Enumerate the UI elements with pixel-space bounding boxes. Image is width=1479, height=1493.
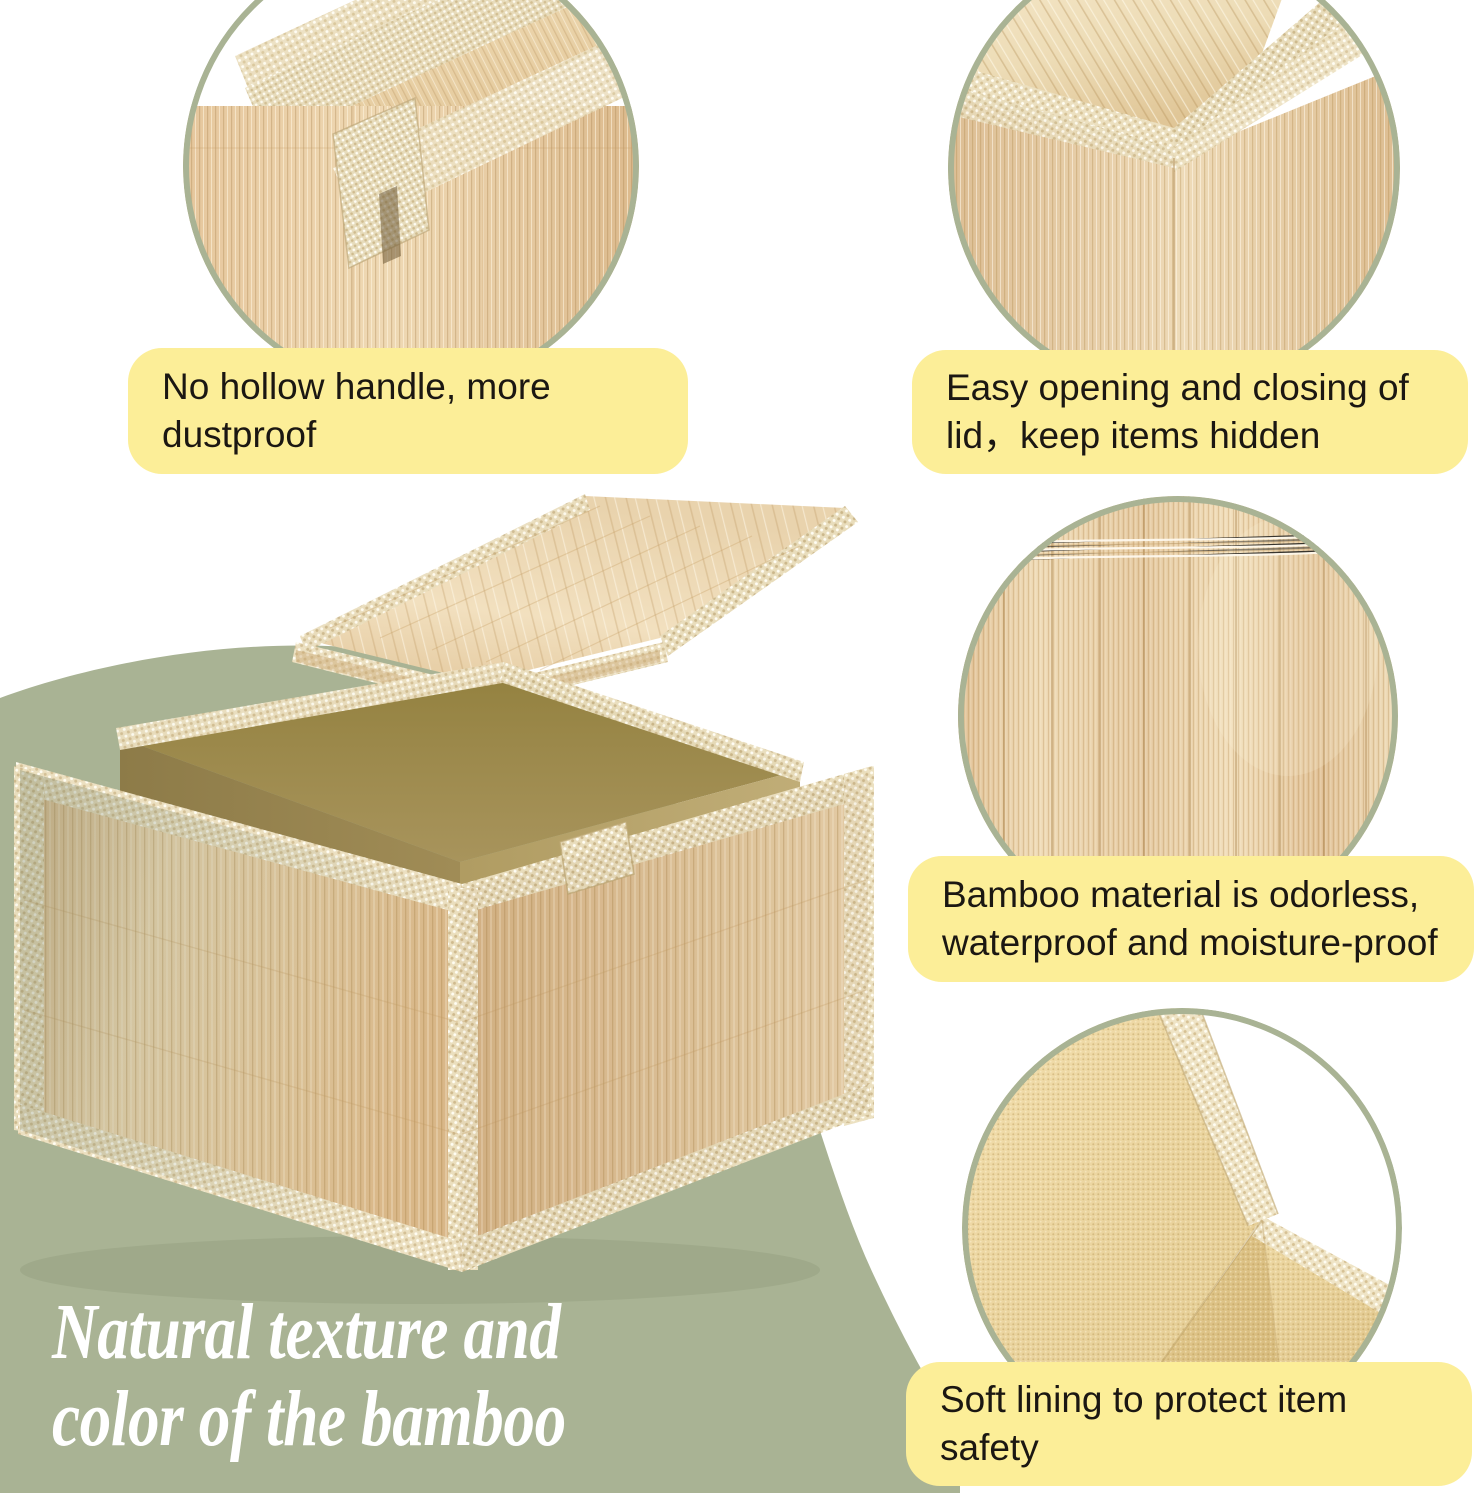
hero-product-photo [0,470,900,1304]
handle-photo [183,0,639,394]
caption-text-handle: No hollow handle, more dustproof [162,365,551,455]
feature-photo-lid [948,0,1400,394]
caption-text-lining: Soft lining to protect item safety [940,1378,1348,1468]
caption-pill-handle: No hollow handle, more dustproof [128,348,688,474]
caption-text-lid: Easy opening and closing of lid，keep ite… [946,366,1409,456]
lid-photo [948,0,1400,394]
headline-text: Natural texture and color of the bamboo [52,1289,566,1463]
caption-pill-material: Bamboo material is odorless, waterproof … [908,856,1474,982]
caption-pill-lining: Soft lining to protect item safety [906,1362,1472,1486]
lining-photo [962,1008,1402,1448]
caption-pill-lid: Easy opening and closing of lid，keep ite… [912,350,1468,474]
feature-photo-lining [962,1008,1402,1448]
caption-text-material: Bamboo material is odorless, waterproof … [942,873,1438,963]
feature-photo-handle [183,0,639,394]
